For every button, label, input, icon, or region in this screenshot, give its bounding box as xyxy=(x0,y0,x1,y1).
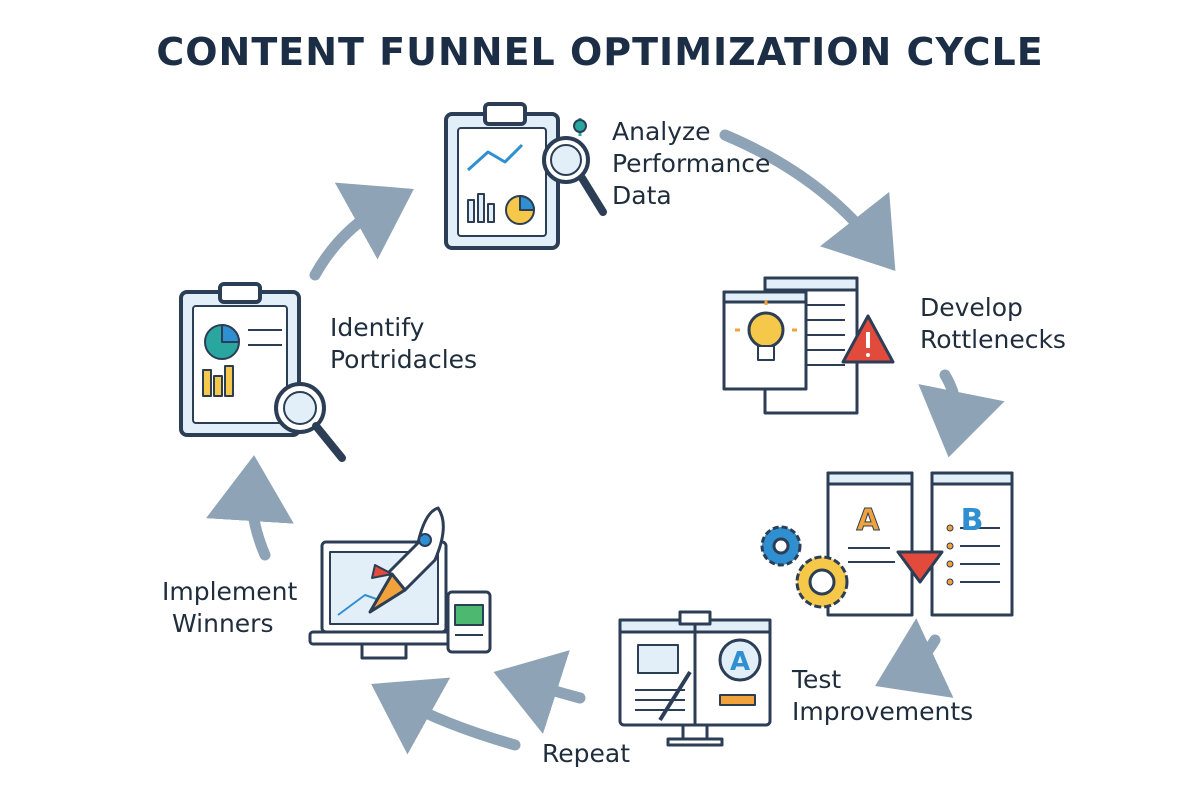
arrow-ab-to-test xyxy=(875,618,954,698)
arrow-identify-to-analyze xyxy=(309,182,414,281)
rocket-laptop-icon xyxy=(308,506,492,660)
arrow-repeat-to-implement xyxy=(371,677,521,755)
ab-test-gears-icon xyxy=(760,471,1014,617)
monitor-ab-document-icon xyxy=(618,610,772,747)
label-test-improvements: Test Improvements xyxy=(792,665,974,726)
label-repeat: Repeat xyxy=(542,739,631,768)
label-implement-winners: Implement Winners xyxy=(162,577,298,638)
arrow-analyze-to-develop xyxy=(719,129,896,271)
clipboard-magnifier-icon xyxy=(179,282,346,462)
arrow-test-to-repeat-upper xyxy=(493,650,586,734)
label-identify: Identify Portridacles xyxy=(330,313,478,374)
variant-b-letter: B xyxy=(961,503,984,538)
lightbulb-warning-document-icon xyxy=(722,276,895,415)
arrow-implement-to-identify xyxy=(206,455,294,561)
cycle-arrows xyxy=(206,129,1005,755)
variant-a-letter: A xyxy=(856,503,880,538)
arrow-develop-to-ab xyxy=(918,369,1005,458)
clipboard-analytics-icon xyxy=(444,102,607,250)
monitor-a-letter: A xyxy=(730,647,750,677)
label-develop-bottlenecks: Develop Rottlenecks xyxy=(920,293,1066,354)
label-analyze-performance-data: Analyze Performance Data xyxy=(612,117,771,210)
diagram-title: CONTENT FUNNEL OPTIMIZATION CYCLE xyxy=(156,30,1044,74)
